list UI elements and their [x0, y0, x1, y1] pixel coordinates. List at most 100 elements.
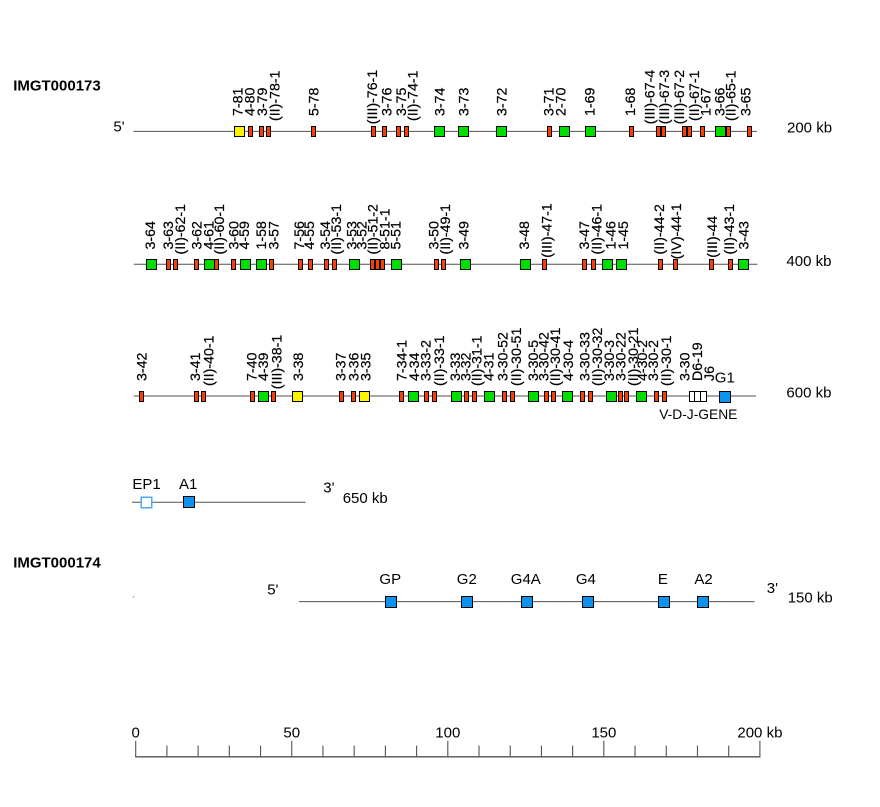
svg-text:(III)-67-3: (III)-67-3 [657, 70, 673, 125]
svg-text:0: 0 [132, 725, 140, 742]
svg-text:1-69: 1-69 [583, 87, 599, 116]
svg-text:(II)-30-51: (II)-30-51 [509, 328, 525, 386]
svg-text:3-57: 3-57 [266, 221, 282, 250]
svg-text:3-60: 3-60 [227, 221, 243, 250]
svg-text:(II)-67-1: (II)-67-1 [687, 70, 703, 121]
svg-text:3-43: 3-43 [737, 221, 753, 250]
svg-text:3-63: 3-63 [161, 221, 177, 250]
svg-text:1-68: 1-68 [623, 87, 639, 116]
svg-text:1-46: 1-46 [604, 221, 620, 250]
svg-text:3-54: 3-54 [318, 221, 334, 250]
svg-text:3-36: 3-36 [346, 352, 362, 381]
svg-text:3-52: 3-52 [355, 221, 371, 250]
svg-text:3-30-2: 3-30-2 [646, 340, 662, 381]
svg-text:3-30-3: 3-30-3 [602, 340, 618, 381]
svg-text:4-31: 4-31 [482, 352, 498, 381]
svg-text:(III)-67-4: (III)-67-4 [643, 70, 659, 125]
svg-text:3-47: 3-47 [577, 221, 593, 250]
svg-text:150 kb: 150 kb [788, 590, 833, 607]
svg-text:(II)-43-1: (II)-43-1 [722, 204, 738, 255]
svg-text:3-32: 3-32 [459, 352, 475, 381]
svg-text:(II)-62-1: (II)-62-1 [173, 204, 189, 255]
svg-text:3-30-22: 3-30-22 [614, 332, 630, 381]
svg-text:(III)-76-1: (III)-76-1 [365, 70, 381, 125]
svg-text:3-38: 3-38 [291, 352, 307, 381]
svg-text:(II)-30-21: (II)-30-21 [626, 328, 642, 386]
svg-text:(III)-44: (III)-44 [705, 216, 721, 258]
svg-text:4-30-4: 4-30-4 [561, 340, 577, 381]
svg-text:1-58: 1-58 [254, 221, 270, 250]
svg-text:(III)-38-1: (III)-38-1 [270, 335, 286, 390]
svg-text:3-49: 3-49 [457, 221, 473, 250]
svg-text:7-56: 7-56 [292, 221, 308, 250]
svg-text:IMGT000174: IMGT000174 [13, 555, 101, 572]
svg-text:A2: A2 [694, 571, 712, 588]
svg-text:4-30-2: 4-30-2 [635, 340, 651, 381]
svg-text:8-51-1: 8-51-1 [377, 208, 393, 249]
svg-text:(II)-30-41: (II)-30-41 [548, 328, 564, 386]
svg-text:3-37: 3-37 [334, 352, 350, 381]
svg-text:(II)-30-32: (II)-30-32 [590, 328, 606, 386]
svg-text:(II)-60-1: (II)-60-1 [212, 204, 228, 255]
svg-text:3-42: 3-42 [135, 352, 151, 381]
svg-text:3-62: 3-62 [190, 221, 206, 250]
svg-text:7-81: 7-81 [231, 87, 247, 116]
svg-text:50: 50 [283, 725, 300, 742]
svg-text:(II)-78-1: (II)-78-1 [268, 70, 284, 121]
svg-text:3-71: 3-71 [542, 87, 558, 116]
svg-text:3-30-5: 3-30-5 [526, 340, 542, 381]
svg-text:4-39: 4-39 [256, 352, 272, 381]
svg-text:(II)-31-1: (II)-31-1 [470, 335, 486, 386]
svg-text:5-51: 5-51 [389, 221, 405, 250]
svg-text:3-30-42: 3-30-42 [536, 332, 552, 381]
svg-text:3-64: 3-64 [143, 221, 159, 250]
svg-text:V-D-J-GENE: V-D-J-GENE [659, 407, 737, 422]
svg-text:1-45: 1-45 [616, 221, 632, 250]
svg-text:3-73: 3-73 [457, 87, 473, 116]
svg-text:4-59: 4-59 [237, 221, 253, 250]
svg-text:3-76: 3-76 [380, 87, 396, 116]
svg-text:2-70: 2-70 [554, 87, 570, 116]
svg-text:100: 100 [435, 725, 460, 742]
svg-text:(III)-47-1: (III)-47-1 [540, 203, 556, 258]
svg-text:3-65: 3-65 [739, 87, 755, 116]
svg-text:3-48: 3-48 [517, 221, 533, 250]
svg-text:(II)-49-1: (II)-49-1 [438, 204, 454, 255]
svg-text:(II)-33-1: (II)-33-1 [432, 335, 448, 386]
svg-text:G2: G2 [457, 571, 477, 588]
svg-text:(II)-40-1: (II)-40-1 [201, 335, 217, 386]
svg-text:3-41: 3-41 [188, 352, 204, 381]
svg-text:(II)-46-1: (II)-46-1 [590, 204, 606, 255]
svg-text:(II)-74-1: (II)-74-1 [406, 70, 422, 121]
svg-text:G4A: G4A [511, 571, 541, 588]
svg-text:150: 150 [591, 725, 616, 742]
svg-text:4-55: 4-55 [302, 221, 318, 250]
svg-text:400 kb: 400 kb [786, 253, 831, 270]
svg-text:(II)-53-1: (II)-53-1 [329, 204, 345, 255]
svg-text:(IV)-44-1: (IV)-44-1 [669, 203, 685, 259]
svg-text:G1: G1 [715, 370, 735, 387]
svg-text:600 kb: 600 kb [786, 385, 831, 402]
svg-text:4-80: 4-80 [242, 87, 258, 116]
svg-text:EP1: EP1 [132, 476, 160, 493]
svg-text:A1: A1 [179, 476, 197, 493]
svg-text:7-40: 7-40 [245, 352, 261, 381]
svg-text:200 kb: 200 kb [737, 725, 782, 742]
svg-text:3-75: 3-75 [394, 87, 410, 116]
svg-text:3-33: 3-33 [448, 352, 464, 381]
svg-text:3-33-2: 3-33-2 [418, 340, 434, 381]
svg-text:4-61: 4-61 [201, 221, 217, 250]
svg-text:3-30-52: 3-30-52 [496, 332, 512, 381]
svg-text:650 kb: 650 kb [343, 490, 388, 507]
svg-text:E: E [658, 571, 668, 588]
svg-text:5': 5' [267, 582, 278, 599]
svg-text:3-30-33: 3-30-33 [577, 332, 593, 381]
svg-text:J6: J6 [702, 366, 718, 381]
svg-text:3-53: 3-53 [345, 221, 361, 250]
svg-text:3-50: 3-50 [426, 221, 442, 250]
svg-text:3-79: 3-79 [255, 87, 271, 116]
svg-text:3-30: 3-30 [677, 352, 693, 381]
svg-text:(III)-67-2: (III)-67-2 [672, 70, 688, 125]
svg-text:7-34-1: 7-34-1 [395, 340, 411, 381]
svg-text:4-34: 4-34 [407, 352, 423, 381]
